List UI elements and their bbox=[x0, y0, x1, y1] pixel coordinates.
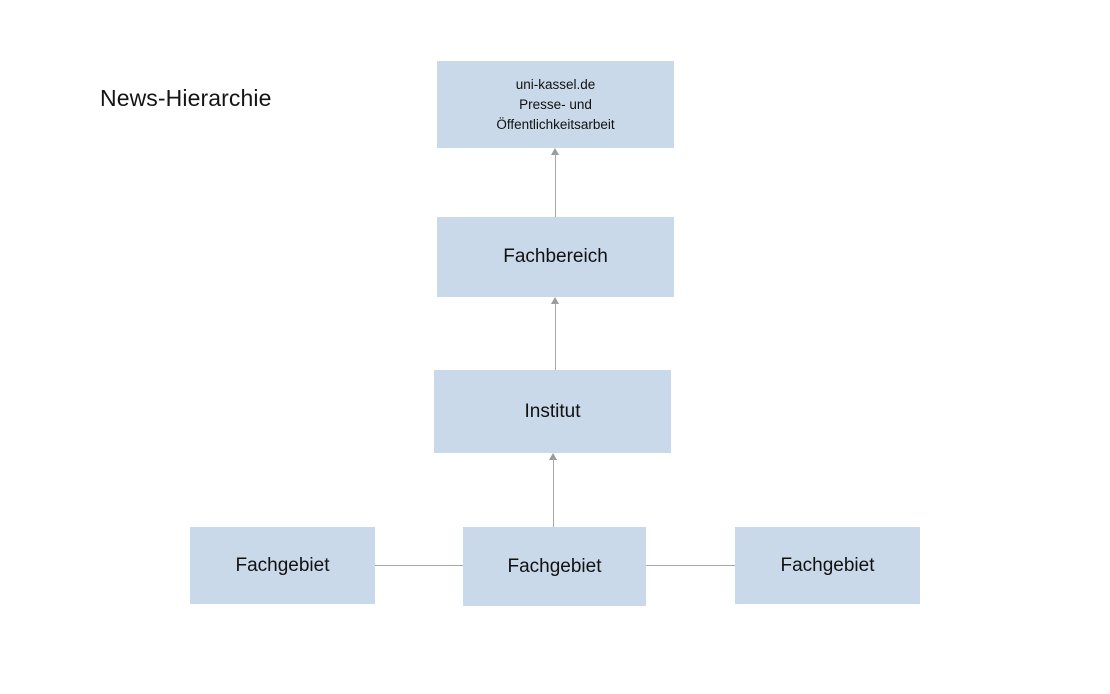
edge-fachgebiet-left-to-center bbox=[375, 565, 463, 566]
node-fachgebiet-center[interactable]: Fachgebiet bbox=[463, 527, 646, 606]
arrow-head-to-fachbereich-icon bbox=[551, 297, 559, 304]
node-label: Institut bbox=[524, 400, 581, 422]
edge-fachbereich-to-root bbox=[555, 153, 556, 217]
node-label: Fachgebiet bbox=[235, 554, 330, 576]
arrow-head-to-institut-icon bbox=[549, 453, 557, 460]
node-label: Fachbereich bbox=[503, 246, 608, 267]
edge-fachgebiet-to-institut bbox=[553, 458, 554, 527]
arrow-head-to-root-icon bbox=[551, 148, 559, 155]
node-fachgebiet-right[interactable]: Fachgebiet bbox=[735, 527, 920, 604]
node-fachbereich[interactable]: Fachbereich bbox=[437, 217, 674, 297]
edge-institut-to-fachbereich bbox=[555, 302, 556, 370]
node-label: Fachgebiet bbox=[507, 555, 602, 577]
node-label: Fachgebiet bbox=[780, 554, 875, 576]
page-title: News-Hierarchie bbox=[100, 85, 272, 111]
node-uni-kassel-presse[interactable]: uni-kassel.de Presse- und Öffentlichkeit… bbox=[437, 61, 674, 148]
node-fachgebiet-left[interactable]: Fachgebiet bbox=[190, 527, 375, 604]
node-label: uni-kassel.de Presse- und Öffentlichkeit… bbox=[496, 76, 615, 132]
edge-fachgebiet-center-to-right bbox=[646, 565, 735, 566]
node-institut[interactable]: Institut bbox=[434, 370, 671, 453]
